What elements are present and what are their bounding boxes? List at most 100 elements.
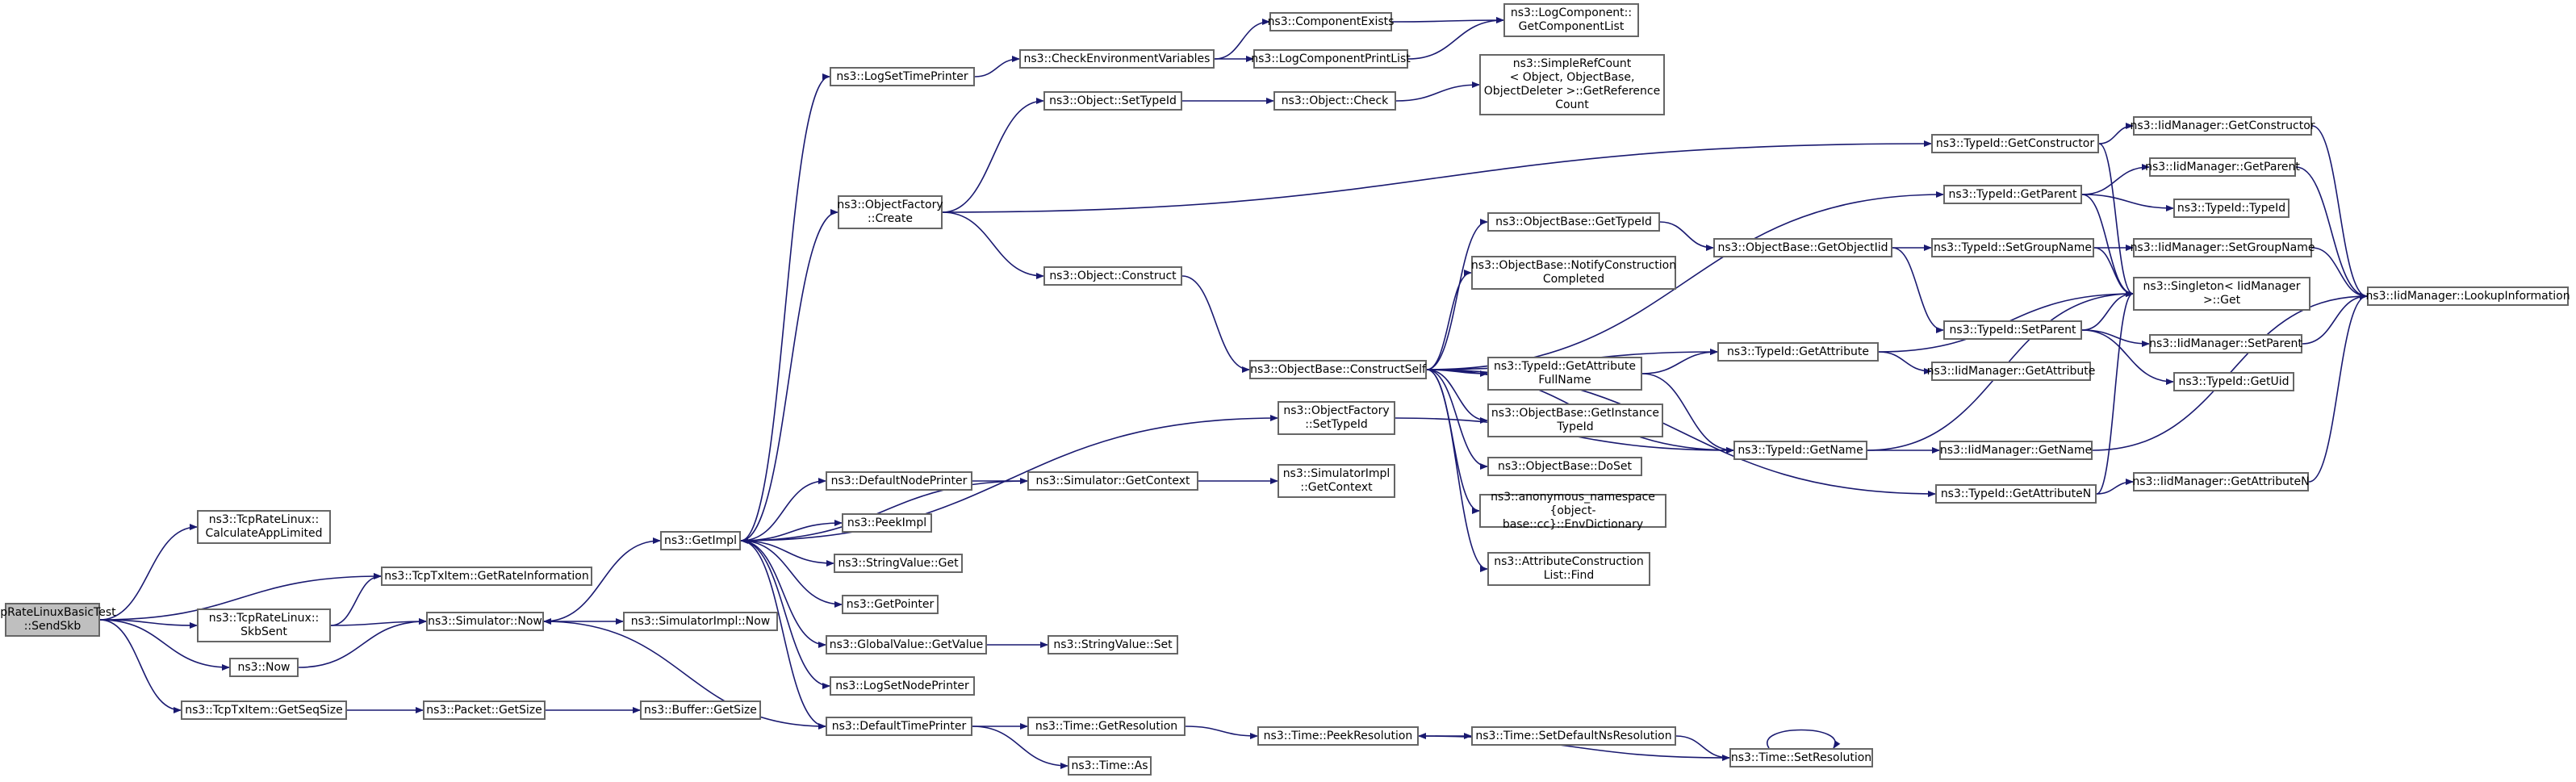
node-defnodeprinter[interactable]: ns3::DefaultNodePrinter [826, 471, 972, 491]
node-simimplnow[interactable]: ns3::SimulatorImpl::Now [623, 612, 778, 631]
node-obgettypeid[interactable]: ns3::ObjectBase::GetTypeId [1487, 212, 1660, 232]
node-pktgetsize[interactable]: ns3::Packet::GetSize [423, 700, 546, 720]
node-root: TcpRateLinuxBasicTest ::SendSkb [0, 603, 116, 637]
node-tidgetctor[interactable]: ns3::TypeId::GetConstructor [1931, 134, 2099, 153]
edge-tidgetattrfull-to-tidgetname [1641, 373, 1734, 454]
edge-root-to-now [99, 619, 230, 671]
edge-checkenv-to-compexists [1214, 19, 1270, 60]
node-getimpl[interactable]: ns3::GetImpl [660, 531, 741, 550]
node-obgetinsttid[interactable]: ns3::ObjectBase::GetInstance TypeId [1487, 404, 1663, 437]
node-strvalset[interactable]: ns3::StringValue::Set [1048, 635, 1178, 654]
edge-iidsetparent-to-iidlookup [2302, 293, 2368, 345]
node-iidgetparent[interactable]: ns3::IidManager::GetParent [2145, 157, 2300, 177]
edge-root-to-getrate [99, 573, 382, 621]
edge-objconstruct-to-obconstructself [1181, 275, 1250, 373]
node-logsetnode[interactable]: ns3::LogSetNodePrinter [830, 676, 975, 696]
node-timepeekres[interactable]: ns3::Time::PeekResolution [1257, 726, 1419, 746]
node-simimplgetctx[interactable]: ns3::SimulatorImpl ::GetContext [1278, 464, 1395, 498]
edge-iidgetparent-to-iidlookup [2295, 166, 2368, 299]
node-iidgetname[interactable]: ns3::IidManager::GetName [1939, 441, 2093, 460]
edge-root-to-calcapp [99, 524, 198, 621]
node-objfactcreate[interactable]: ns3::ObjectFactory ::Create [837, 195, 943, 229]
edge-tidsetparent-to-tidgetuid [2081, 329, 2174, 385]
edge-timesetres-to-timesetres [1766, 729, 1841, 749]
node-iidsetparent[interactable]: ns3::IidManager::SetParent [2149, 334, 2302, 353]
edge-obconstructself-to-obdoset [1426, 369, 1488, 470]
node-anonenvdict[interactable]: ns3::anonymous_namespace {object-base::c… [1479, 491, 1666, 531]
edge-iidgetattrn-to-iidlookup [2308, 293, 2368, 483]
node-logcompgetlist[interactable]: ns3::LogComponent:: GetComponentList [1503, 3, 1639, 37]
edge-obconstructself-to-obgettypeid [1426, 219, 1488, 370]
node-iidgetattr[interactable]: ns3::IidManager::GetAttribute [1927, 362, 2095, 381]
node-checkenv[interactable]: ns3::CheckEnvironmentVariables [1019, 49, 1215, 69]
node-tidgetname[interactable]: ns3::TypeId::GetName [1733, 441, 1867, 460]
node-tidsetparent[interactable]: ns3::TypeId::SetParent [1943, 320, 2082, 340]
node-gvgetvalue[interactable]: ns3::GlobalValue::GetValue [826, 635, 987, 654]
edge-tidgetctor-to-iidgetctor [2098, 123, 2134, 144]
edge-skbsent-to-getrate [330, 573, 382, 626]
node-timeas[interactable]: ns3::Time::As [1068, 756, 1152, 776]
node-iidgetctor[interactable]: ns3::IidManager::GetConstructor [2130, 116, 2315, 136]
node-tidgetattr[interactable]: ns3::TypeId::GetAttribute [1717, 342, 1879, 362]
node-now[interactable]: ns3::Now [229, 658, 299, 677]
node-objsettypeid[interactable]: ns3::Object::SetTypeId [1043, 91, 1182, 111]
edge-getimpl-to-strvalget [740, 540, 834, 567]
node-logcompprint[interactable]: ns3::LogComponentPrintList [1251, 49, 1411, 69]
edge-getimpl-to-gvgetvalue [740, 540, 826, 648]
edge-objcheck-to-simplerefcount [1395, 82, 1480, 102]
node-tidgetattrn[interactable]: ns3::TypeId::GetAttributeN [1935, 484, 2097, 504]
edge-tidgetctor-to-singleton [2098, 143, 2134, 297]
edge-getimpl-to-defnodeprinter [740, 478, 826, 542]
node-singleton[interactable]: ns3::Singleton< IidManager >::Get [2133, 277, 2310, 311]
node-tidgetuid[interactable]: ns3::TypeId::GetUid [2173, 372, 2294, 391]
edge-tidgetparent-to-tidtypeid [2081, 194, 2174, 211]
node-objfactsettypeid[interactable]: ns3::ObjectFactory ::SetTypeId [1278, 401, 1395, 435]
node-bufgetsize[interactable]: ns3::Buffer::GetSize [640, 700, 761, 720]
edge-tidgetattr-to-iidgetattr [1878, 351, 1932, 374]
edge-timesetdefns-to-timesetres [1675, 735, 1730, 761]
node-obconstructself[interactable]: ns3::ObjectBase::ConstructSelf [1249, 360, 1427, 379]
node-objconstruct[interactable]: ns3::Object::Construct [1043, 266, 1182, 286]
node-obdoset[interactable]: ns3::ObjectBase::DoSet [1487, 457, 1642, 476]
edge-getimpl-to-deftimeprinter [740, 540, 826, 730]
edge-root-to-getseqsize [99, 619, 182, 713]
node-timesetres[interactable]: ns3::Time::SetResolution [1729, 748, 1873, 767]
node-skbsent[interactable]: ns3::TcpRateLinux:: SkbSent [197, 608, 331, 642]
edge-simgetctx-to-getimpl [740, 480, 1028, 544]
node-iidgetattrn[interactable]: ns3::IidManager::GetAttributeN [2132, 472, 2310, 491]
node-obnotify[interactable]: ns3::ObjectBase::NotifyConstruction Comp… [1471, 256, 1676, 290]
node-simnow[interactable]: ns3::Simulator::Now [426, 612, 544, 631]
node-iidsetgroup[interactable]: ns3::IidManager::SetGroupName [2131, 238, 2315, 257]
node-objcheck[interactable]: ns3::Object::Check [1273, 91, 1396, 111]
edge-simnow-to-getimpl [543, 537, 661, 622]
edge-tidgetattrn-to-singleton [2096, 291, 2134, 495]
node-calcapp[interactable]: ns3::TcpRateLinux:: CalculateAppLimited [197, 510, 331, 544]
node-getpointer[interactable]: ns3::GetPointer [842, 595, 939, 614]
node-iidlookup[interactable]: ns3::IidManager::LookupInformation [2365, 286, 2570, 306]
node-attrconstrfind[interactable]: ns3::AttributeConstruction List::Find [1487, 552, 1650, 586]
node-timegetres[interactable]: ns3::Time::GetResolution [1027, 717, 1186, 736]
node-strvalget[interactable]: ns3::StringValue::Get [834, 554, 963, 573]
edge-deftimeprinter-to-timeas [972, 726, 1068, 769]
edge-obconstructself-to-attrconstrfind [1426, 369, 1488, 572]
node-tidgetparent[interactable]: ns3::TypeId::GetParent [1943, 185, 2082, 204]
edge-tidsetparent-to-singleton [2081, 291, 2134, 331]
edge-getimpl-to-getpointer [740, 540, 843, 608]
node-timesetdefns[interactable]: ns3::Time::SetDefaultNsResolution [1471, 726, 1676, 746]
node-tidtypeid[interactable]: ns3::TypeId::TypeId [2173, 199, 2290, 218]
edge-tidgetparent-to-iidgetparent [2081, 164, 2150, 195]
node-getrate[interactable]: ns3::TcpTxItem::GetRateInformation [381, 567, 592, 586]
node-peekimpl[interactable]: ns3::PeekImpl [842, 513, 932, 533]
edge-tidgetparent-to-singleton [2081, 194, 2134, 297]
edge-objfactcreate-to-tidgetctor [942, 140, 1932, 213]
node-simgetctx[interactable]: ns3::Simulator::GetContext [1027, 471, 1198, 491]
node-obgetobjtid[interactable]: ns3::ObjectBase::GetObjectIid [1713, 238, 1892, 257]
node-logsettime[interactable]: ns3::LogSetTimePrinter [830, 67, 975, 86]
node-simplerefcount[interactable]: ns3::SimpleRefCount < Object, ObjectBase… [1479, 54, 1665, 115]
node-tidgetattrfull[interactable]: ns3::TypeId::GetAttribute FullName [1487, 357, 1642, 391]
node-tidsetgroup[interactable]: ns3::TypeId::SetGroupName [1931, 238, 2094, 257]
node-compexists[interactable]: ns3::ComponentExists [1268, 12, 1394, 31]
node-getseqsize[interactable]: ns3::TcpTxItem::GetSeqSize [181, 700, 347, 720]
node-deftimeprinter[interactable]: ns3::DefaultTimePrinter [826, 717, 972, 736]
